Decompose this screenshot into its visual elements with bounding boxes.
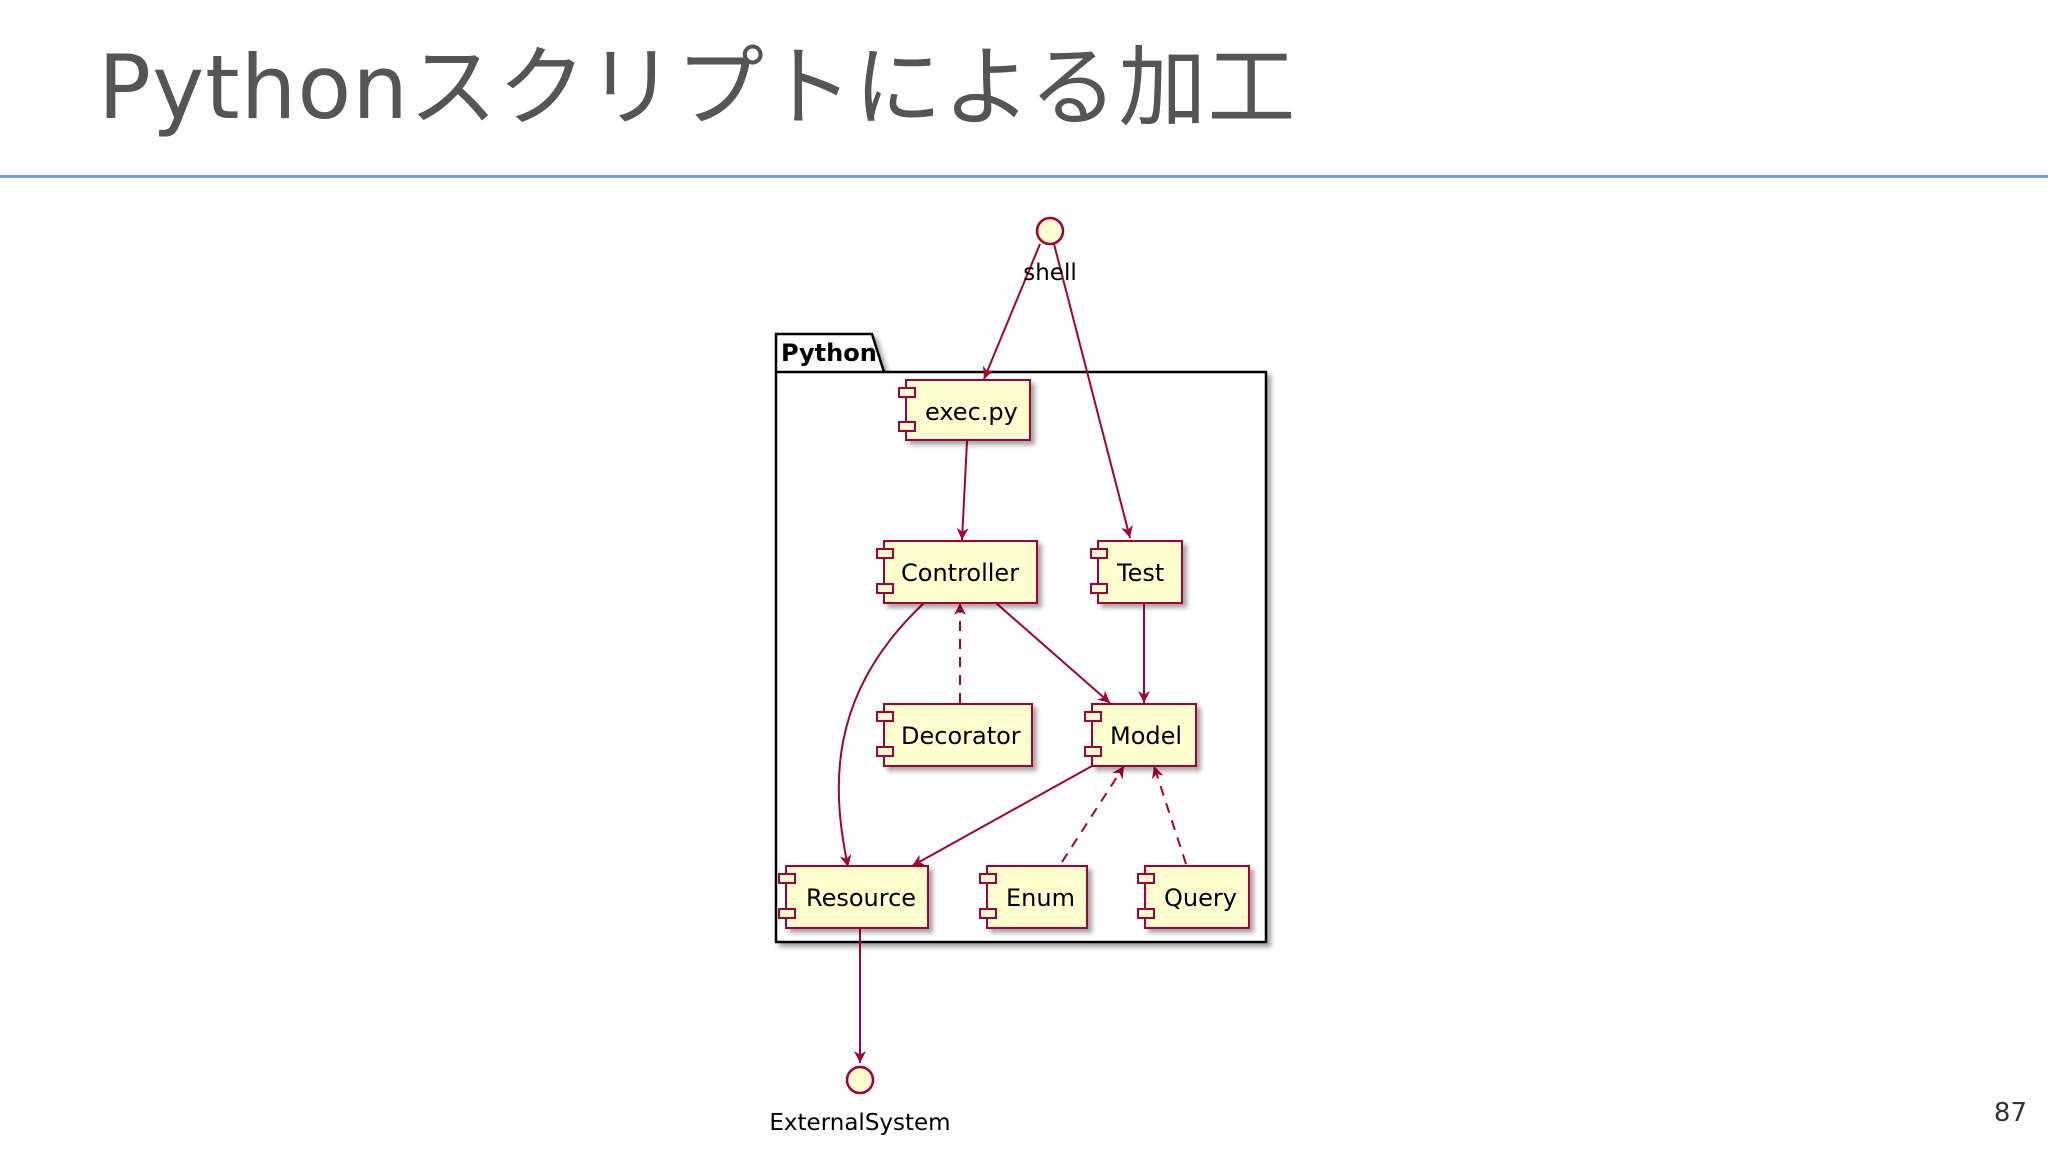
interface-label: shell [1023,260,1077,286]
edge-controller-resource [837,602,925,868]
component-label: Resource [806,884,916,912]
component-controller: Controller [876,540,1038,604]
interface-circle [1035,216,1065,246]
component-label: Test [1116,559,1164,587]
edges [837,243,1187,1063]
component-label: exec.py [925,398,1018,426]
component-resource: Resource [778,865,929,929]
component-label: Query [1164,884,1237,912]
interface-circle [845,1065,875,1095]
package-label: Python [781,339,877,367]
component-model: Model [1084,703,1197,767]
edge-model-resource [911,765,1093,867]
component-enum: Enum [979,865,1088,929]
component-test: Test [1090,540,1183,604]
component-label: Decorator [901,722,1021,750]
component-decorator: Decorator [876,703,1033,767]
title-divider [0,175,2048,178]
edge-exec-controller [956,440,969,541]
interface-external-system: ExternalSystem [769,1065,951,1136]
edge-controller-model [995,602,1111,704]
component-label: Enum [1006,884,1075,912]
component-exec: exec.py [898,379,1031,441]
edge-shell-exec [983,243,1041,380]
slide-title: Pythonスクリプトによる加工 [98,36,1297,139]
component-query: Query [1137,865,1250,929]
component-label: Model [1110,722,1182,750]
package-python: Python [774,332,1268,944]
interface-label: ExternalSystem [769,1110,950,1136]
edge-shell-test [1053,243,1133,539]
interface-shell: shell [1023,216,1077,286]
edge-enum-model [1061,765,1125,863]
page-number: 87 [1993,1098,2027,1128]
component-label: Controller [901,559,1019,587]
